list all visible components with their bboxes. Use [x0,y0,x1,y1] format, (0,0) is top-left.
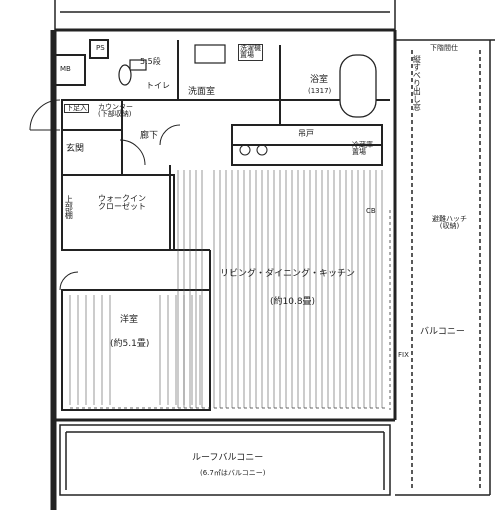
washroom-label: 洗面室 [188,87,216,97]
roof-balcony-label: ルーフバルコニー [192,453,264,463]
ps-label: PS [96,44,105,52]
shoe-box-label: 下足入 [64,104,89,114]
western-flooring [69,295,201,405]
bath-size-label: (1317) [308,87,332,95]
ldk-size-label: (約10.8畳) [270,297,316,307]
ldk-flooring [177,170,383,408]
upper-shelf-label: 上部棚 [64,195,74,219]
balcony-outline [395,39,495,496]
toilet-label: トイレ [146,81,170,90]
dashed-lines [70,210,391,410]
western-room-label: 洋室 [120,315,139,325]
roof-balcony-note: (6.7㎡はバルコニー) [200,469,266,477]
ldk-label: リビング・ダイニング・キッチン [220,269,356,279]
fridge-label: 冷蔵庫 置場 [352,141,373,157]
toilet-fixture [118,59,147,86]
bath-label: 浴室 [310,75,329,85]
evacuation-hatch-label: 避難ハッチ (収納) [432,215,467,231]
counter-storage-label: カウンター (下部収納) [98,103,133,119]
roof-balcony-outline [59,424,391,496]
cooktop [239,144,268,156]
cabinet-label: 吊戸 [298,129,314,138]
outer-walls [50,28,397,510]
bathtub [339,54,377,118]
western-room-size-label: (約5.1畳) [110,339,150,349]
washer-space-label: 洗濯機 置場 [238,44,263,61]
lower-floor-label: 下階間仕 [430,44,458,52]
door-swings [29,99,181,291]
sliding-window-label: 縦すべり出し窓 [412,55,422,111]
hallway-label: 廊下 [140,131,159,141]
walk-in-closet-label: ウォークイン クローゼット [98,194,146,212]
wash-basin [194,44,226,64]
shelf-label: 5.5段 [140,57,161,66]
fix-label: FIX [398,351,409,359]
cb-label: CB [366,207,376,215]
balcony-label: バルコニー [420,327,465,337]
mb-label: MB [60,65,71,73]
entrance-label: 玄関 [66,144,85,154]
